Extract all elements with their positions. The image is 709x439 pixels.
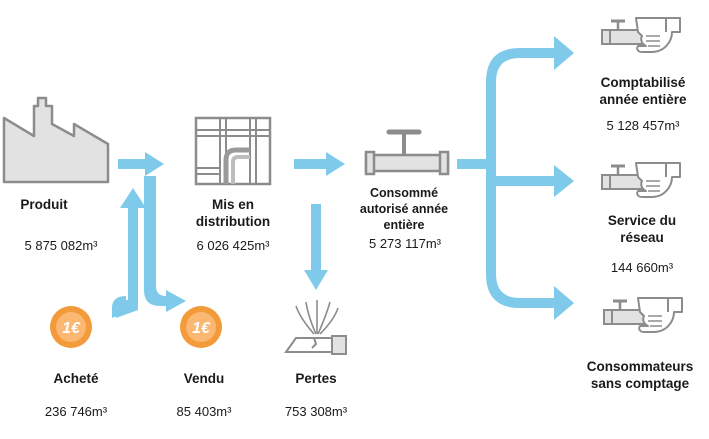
arrow-down-to-vendu	[144, 176, 186, 312]
coin-symbol-achete: 1€	[62, 320, 81, 337]
consomme-label: Consommé autorisé année entière	[359, 186, 449, 232]
hand-valve-icon	[600, 161, 682, 199]
distribution-value: 6 026 425m³	[196, 238, 270, 253]
arrow-achete-up	[112, 188, 146, 318]
comptabilise-label: Comptabilisé année entière	[599, 75, 687, 107]
arrow-produit-to-distribution	[118, 152, 164, 176]
flow-arrows	[112, 36, 574, 320]
arrow-down-to-pertes	[304, 204, 328, 290]
leaking-pipe-icon	[284, 300, 347, 355]
pertes-value: 753 308m³	[284, 404, 348, 419]
pipe-network-icon	[194, 116, 272, 186]
vendu-label: Vendu	[183, 371, 225, 386]
arrow-distribution-to-consomme	[294, 152, 345, 176]
factory-icon	[2, 96, 110, 184]
vendu-value: 85 403m³	[176, 404, 232, 419]
service-value: 144 660m³	[610, 260, 674, 275]
valve-pipe-icon	[364, 129, 450, 176]
euro-coin-icon: 1€	[50, 306, 92, 348]
pertes-label: Pertes	[295, 371, 337, 386]
sans-comptage-label: Consommateurs sans comptage	[586, 359, 694, 391]
hand-valve-icon	[600, 16, 682, 54]
produit-value: 5 875 082m³	[24, 238, 98, 253]
coin-symbol-vendu: 1€	[192, 320, 211, 337]
euro-coin-icon: 1€	[180, 306, 222, 348]
produit-label: Produit	[20, 197, 68, 212]
comptabilise-value: 5 128 457m³	[606, 118, 680, 133]
achete-label: Acheté	[53, 371, 99, 386]
distribution-label: Mis en distribution	[195, 197, 271, 229]
consomme-value: 5 273 117m³	[368, 236, 442, 251]
achete-value: 236 746m³	[44, 404, 108, 419]
hand-valve-icon	[602, 296, 684, 334]
arrow-consomme-to-branches	[457, 36, 574, 320]
service-label: Service du réseau	[607, 213, 677, 245]
